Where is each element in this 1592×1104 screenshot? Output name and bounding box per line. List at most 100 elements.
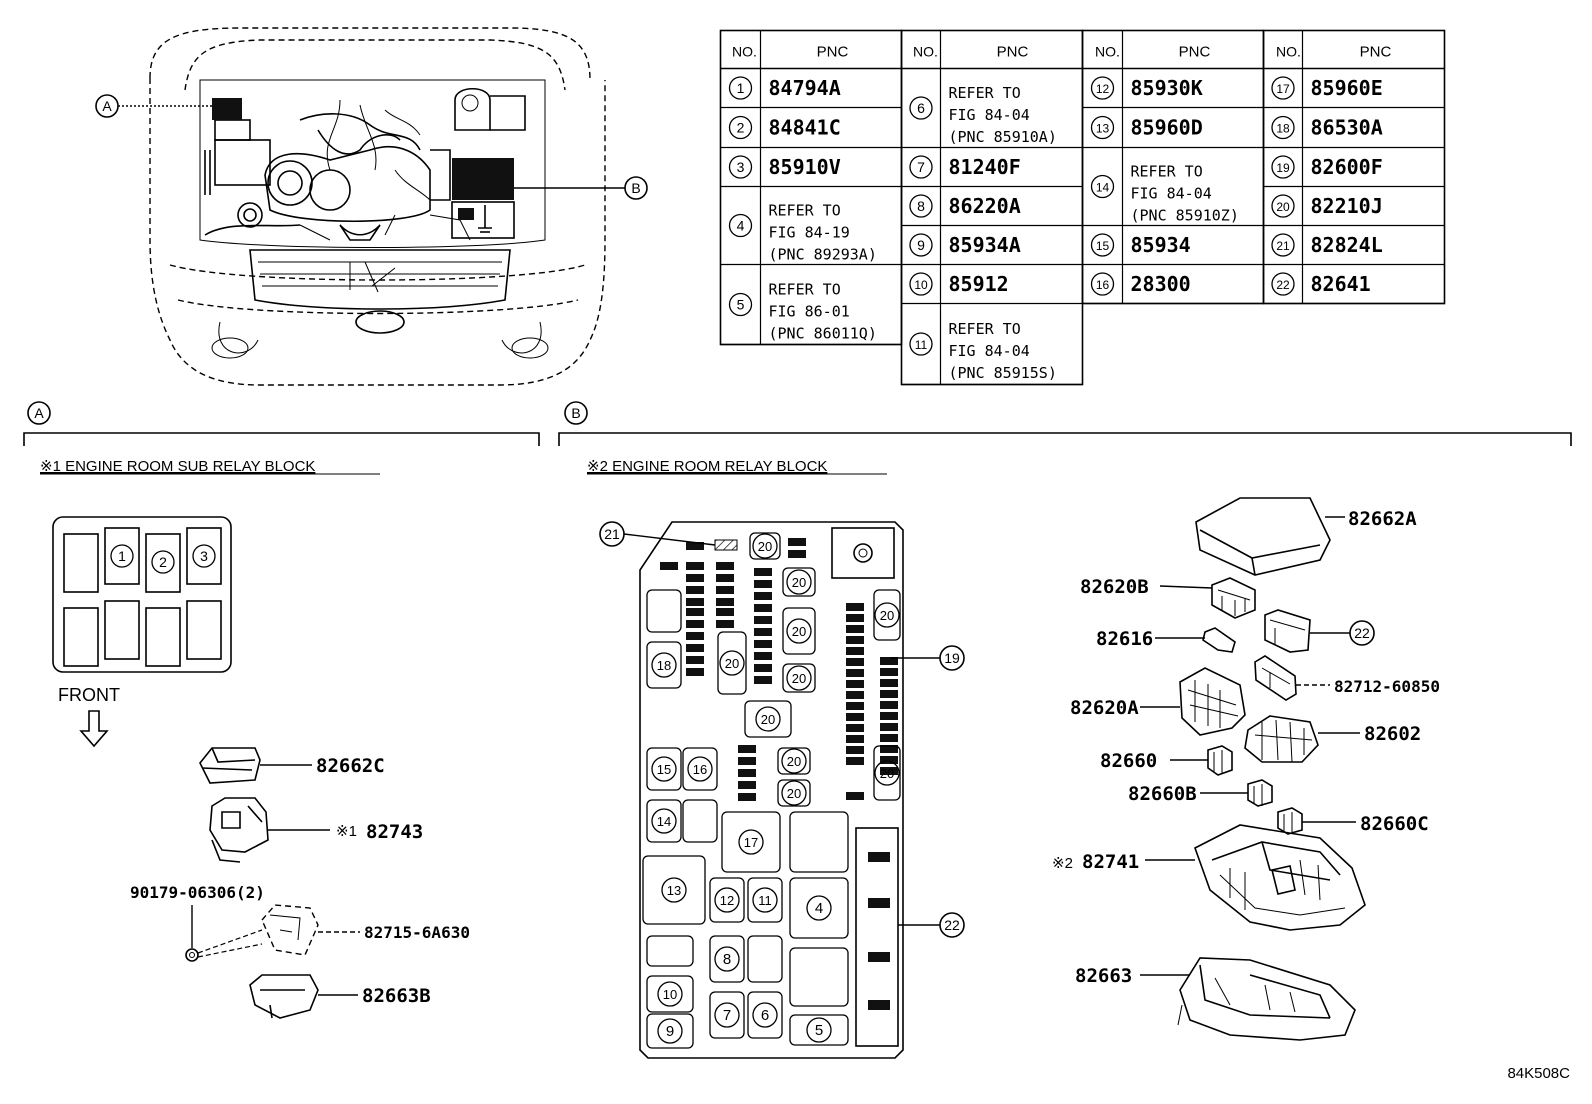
relay-cover-part: 82662A [1195,497,1417,576]
fuse-slot [846,680,864,688]
fuse-slot [716,620,734,628]
fuse-slot [846,669,864,677]
fuse-slot [716,586,734,594]
part-label-82660c: 82660C [1360,813,1429,835]
part-label-82660b: 82660B [1128,783,1197,805]
relay-slot-number: 5 [815,1022,823,1039]
relay-slot-number: 11 [758,893,772,908]
figure-code: 84K508C [1507,1065,1570,1082]
part-label-82602: 82602 [1364,723,1421,745]
relay-slot: 15 [646,747,682,791]
part-22-relay: 22 [1264,609,1375,653]
relay-slot: 20 [777,747,811,775]
fuse-slot [846,757,864,765]
relay-slot [747,935,783,983]
relay-slot: 20 [717,631,747,695]
relay-slot-number: 20 [792,671,806,686]
row-pnc: 85910V [769,155,841,179]
fuse-slot [716,608,734,616]
sub-cover-part: 82662C [199,747,385,784]
col-no-header: NO. [732,44,757,60]
relay-slot-number: 13 [667,883,681,898]
fuse-slot [868,1000,890,1010]
row-pnc: 86220A [949,194,1021,218]
fuse-slot [686,586,704,594]
relay-slot-number: 12 [720,893,734,908]
callout-22-part: 22 [1354,625,1370,641]
part-label-82663b: 82663B [362,985,431,1007]
front-label: FRONT [58,685,120,705]
sub-lower-part: 82663B [249,974,431,1019]
row-pnc-line: (PNC 86011Q) [769,325,877,343]
fuse-slot [880,734,898,742]
part-label-82741: 82741 [1082,851,1139,873]
row-number: 4 [737,218,745,234]
sub-block-mark: ※1 [336,823,357,840]
fuse-slots [660,538,898,1010]
fuse-slot [686,620,704,628]
fuse-slot [686,668,704,676]
relay-slot: 10 [646,975,694,1013]
fuse-slot [754,568,772,576]
relay-slot: 20 [782,607,816,655]
relay-slot: 20 [749,532,781,560]
row-pnc: 85960D [1131,116,1203,140]
fuse-slot [754,592,772,600]
relay-slot-number: 20 [792,624,806,639]
relay-slot-number: 20 [880,766,894,781]
relay-slot: 18 [646,641,682,689]
fuse-slot [880,745,898,753]
part-82616: 82616 [1096,627,1236,653]
part-82620a: 82620A [1070,667,1246,736]
callout-22: 22 [944,917,960,933]
relay-slot [682,799,718,843]
fuse-slot [738,757,756,765]
relay-slot: 7 [709,991,745,1039]
row-pnc: 82641 [1311,272,1371,296]
col-pnc-header: PNC [1360,44,1392,61]
fuse-slot [754,604,772,612]
fuse-slot [686,574,704,582]
row-pnc: 86530A [1311,116,1383,140]
row-pnc: 85960E [1311,76,1383,100]
part-label-82620b: 82620B [1080,576,1149,598]
part-82660c: 82660C [1277,807,1429,835]
col-pnc-header: PNC [997,44,1029,61]
row-pnc-line: REFER TO [949,320,1021,338]
relay-slot-number: 14 [657,814,671,829]
relay-block-mark: ※2 [1052,855,1073,872]
part-82741: ※2 82741 [1052,824,1366,931]
part-82602: 82602 [1244,715,1421,763]
part-label-82715-6a630: 82715-6A630 [364,923,470,942]
sub-block-part: ※1 82743 [209,797,423,863]
callout-b-label: B [631,180,640,196]
row-number: 6 [917,100,925,116]
row-pnc: 84841C [769,116,841,140]
section-a-heading: ※1 ENGINE ROOM SUB RELAY BLOCK [40,458,315,475]
relay-slot-number: 16 [693,762,707,777]
relay-slot: 20 [782,663,816,693]
fuse-slot [846,724,864,732]
fuse-slot [846,735,864,743]
row-number: 11 [915,338,928,352]
relay-slot: 5 [789,1014,849,1046]
row-pnc-line: FIG 84-04 [1131,185,1212,203]
col-no-header: NO. [1095,44,1120,60]
row-number: 14 [1096,181,1110,195]
row-pnc-line: FIG 86-01 [769,303,850,321]
fuse-slot [846,713,864,721]
fuse-slot [880,657,898,665]
row-pnc-line: REFER TO [949,84,1021,102]
